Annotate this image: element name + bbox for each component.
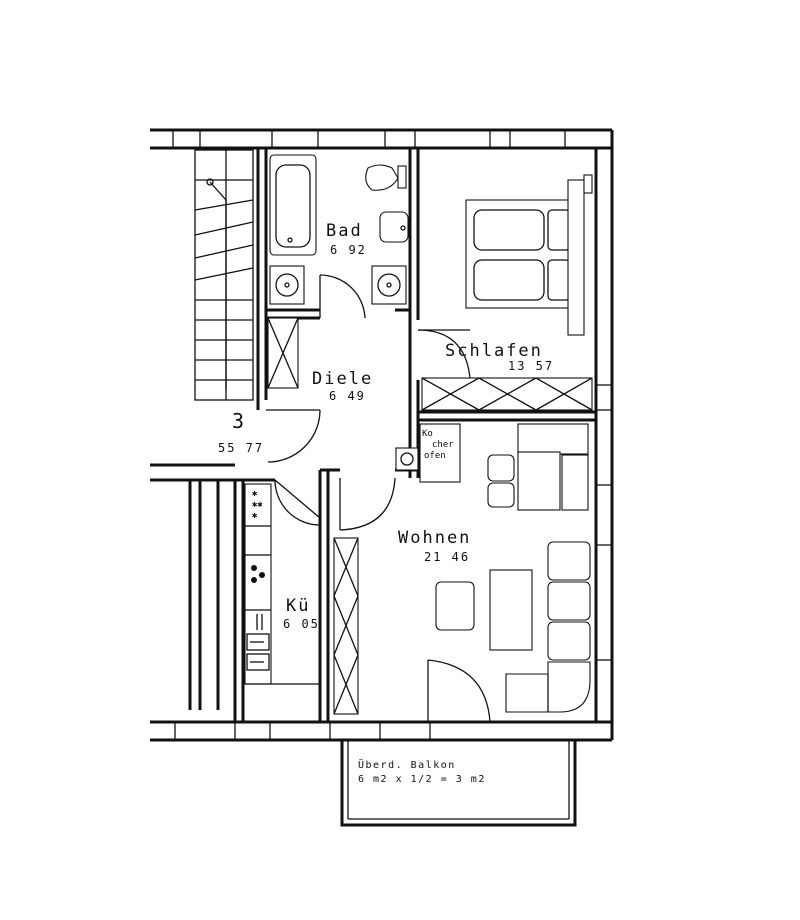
bidet — [379, 211, 409, 243]
schlafen-name: Schlafen — [445, 341, 543, 361]
toilet — [365, 164, 407, 191]
diele-area: 6 49 — [329, 389, 366, 403]
staircase — [194, 149, 254, 401]
svg-text:✱: ✱ — [252, 511, 258, 521]
kitchen-counter — [244, 483, 320, 685]
washbasin-left — [269, 265, 305, 305]
wohnen-name: Wohnen — [398, 528, 471, 548]
outer-walls — [150, 128, 614, 742]
schlafen-wardrobe — [421, 377, 593, 411]
balcony-label: Überd. Balkon — [358, 758, 456, 771]
sofa-corner — [505, 541, 591, 713]
bedside-furniture — [567, 174, 593, 336]
dining-set — [487, 423, 589, 511]
kitchen-sink — [246, 614, 270, 671]
interior-walls — [188, 148, 596, 722]
coffee-table — [489, 569, 533, 651]
kueche-area: 6 05 — [283, 617, 320, 631]
diele-name: Diele — [312, 369, 373, 389]
kochnische-line2: cher — [432, 440, 454, 450]
windows-top — [172, 130, 566, 148]
kueche-name: Kü — [286, 596, 310, 616]
apartment-number: 3 — [232, 409, 244, 433]
balcony-calc: 6 m2 x 1/2 = 3 m2 — [358, 774, 486, 785]
bathtub — [269, 154, 317, 256]
kochnische — [395, 423, 461, 483]
diele-wardrobe — [267, 317, 299, 389]
wohnen-area: 21 46 — [424, 550, 470, 564]
schlafen-area: 13 57 — [508, 359, 554, 373]
stove-hob — [251, 565, 265, 583]
doors — [266, 274, 491, 723]
bad-area: 6 92 — [330, 243, 367, 257]
double-bed — [465, 199, 577, 309]
kochnische-line1: Ko — [422, 429, 433, 439]
svg-text:✱: ✱ — [252, 489, 258, 499]
washbasin-right — [371, 265, 407, 305]
windows-right — [596, 384, 612, 661]
room-labels: Bad 6 92 Schlafen 13 57 Diele 6 49 Wohne… — [218, 221, 554, 785]
bad-name: Bad — [326, 221, 363, 241]
kochnische-line3: ofen — [424, 451, 446, 461]
svg-text:✱✱: ✱✱ — [252, 500, 263, 510]
balcony — [340, 740, 577, 827]
burners: ✱ ✱✱ ✱ — [252, 489, 263, 521]
wohnen-cabinet — [333, 537, 359, 715]
windows-bottom — [174, 722, 431, 740]
apartment-total-area: 55 77 — [218, 441, 264, 455]
armchair — [435, 581, 475, 631]
